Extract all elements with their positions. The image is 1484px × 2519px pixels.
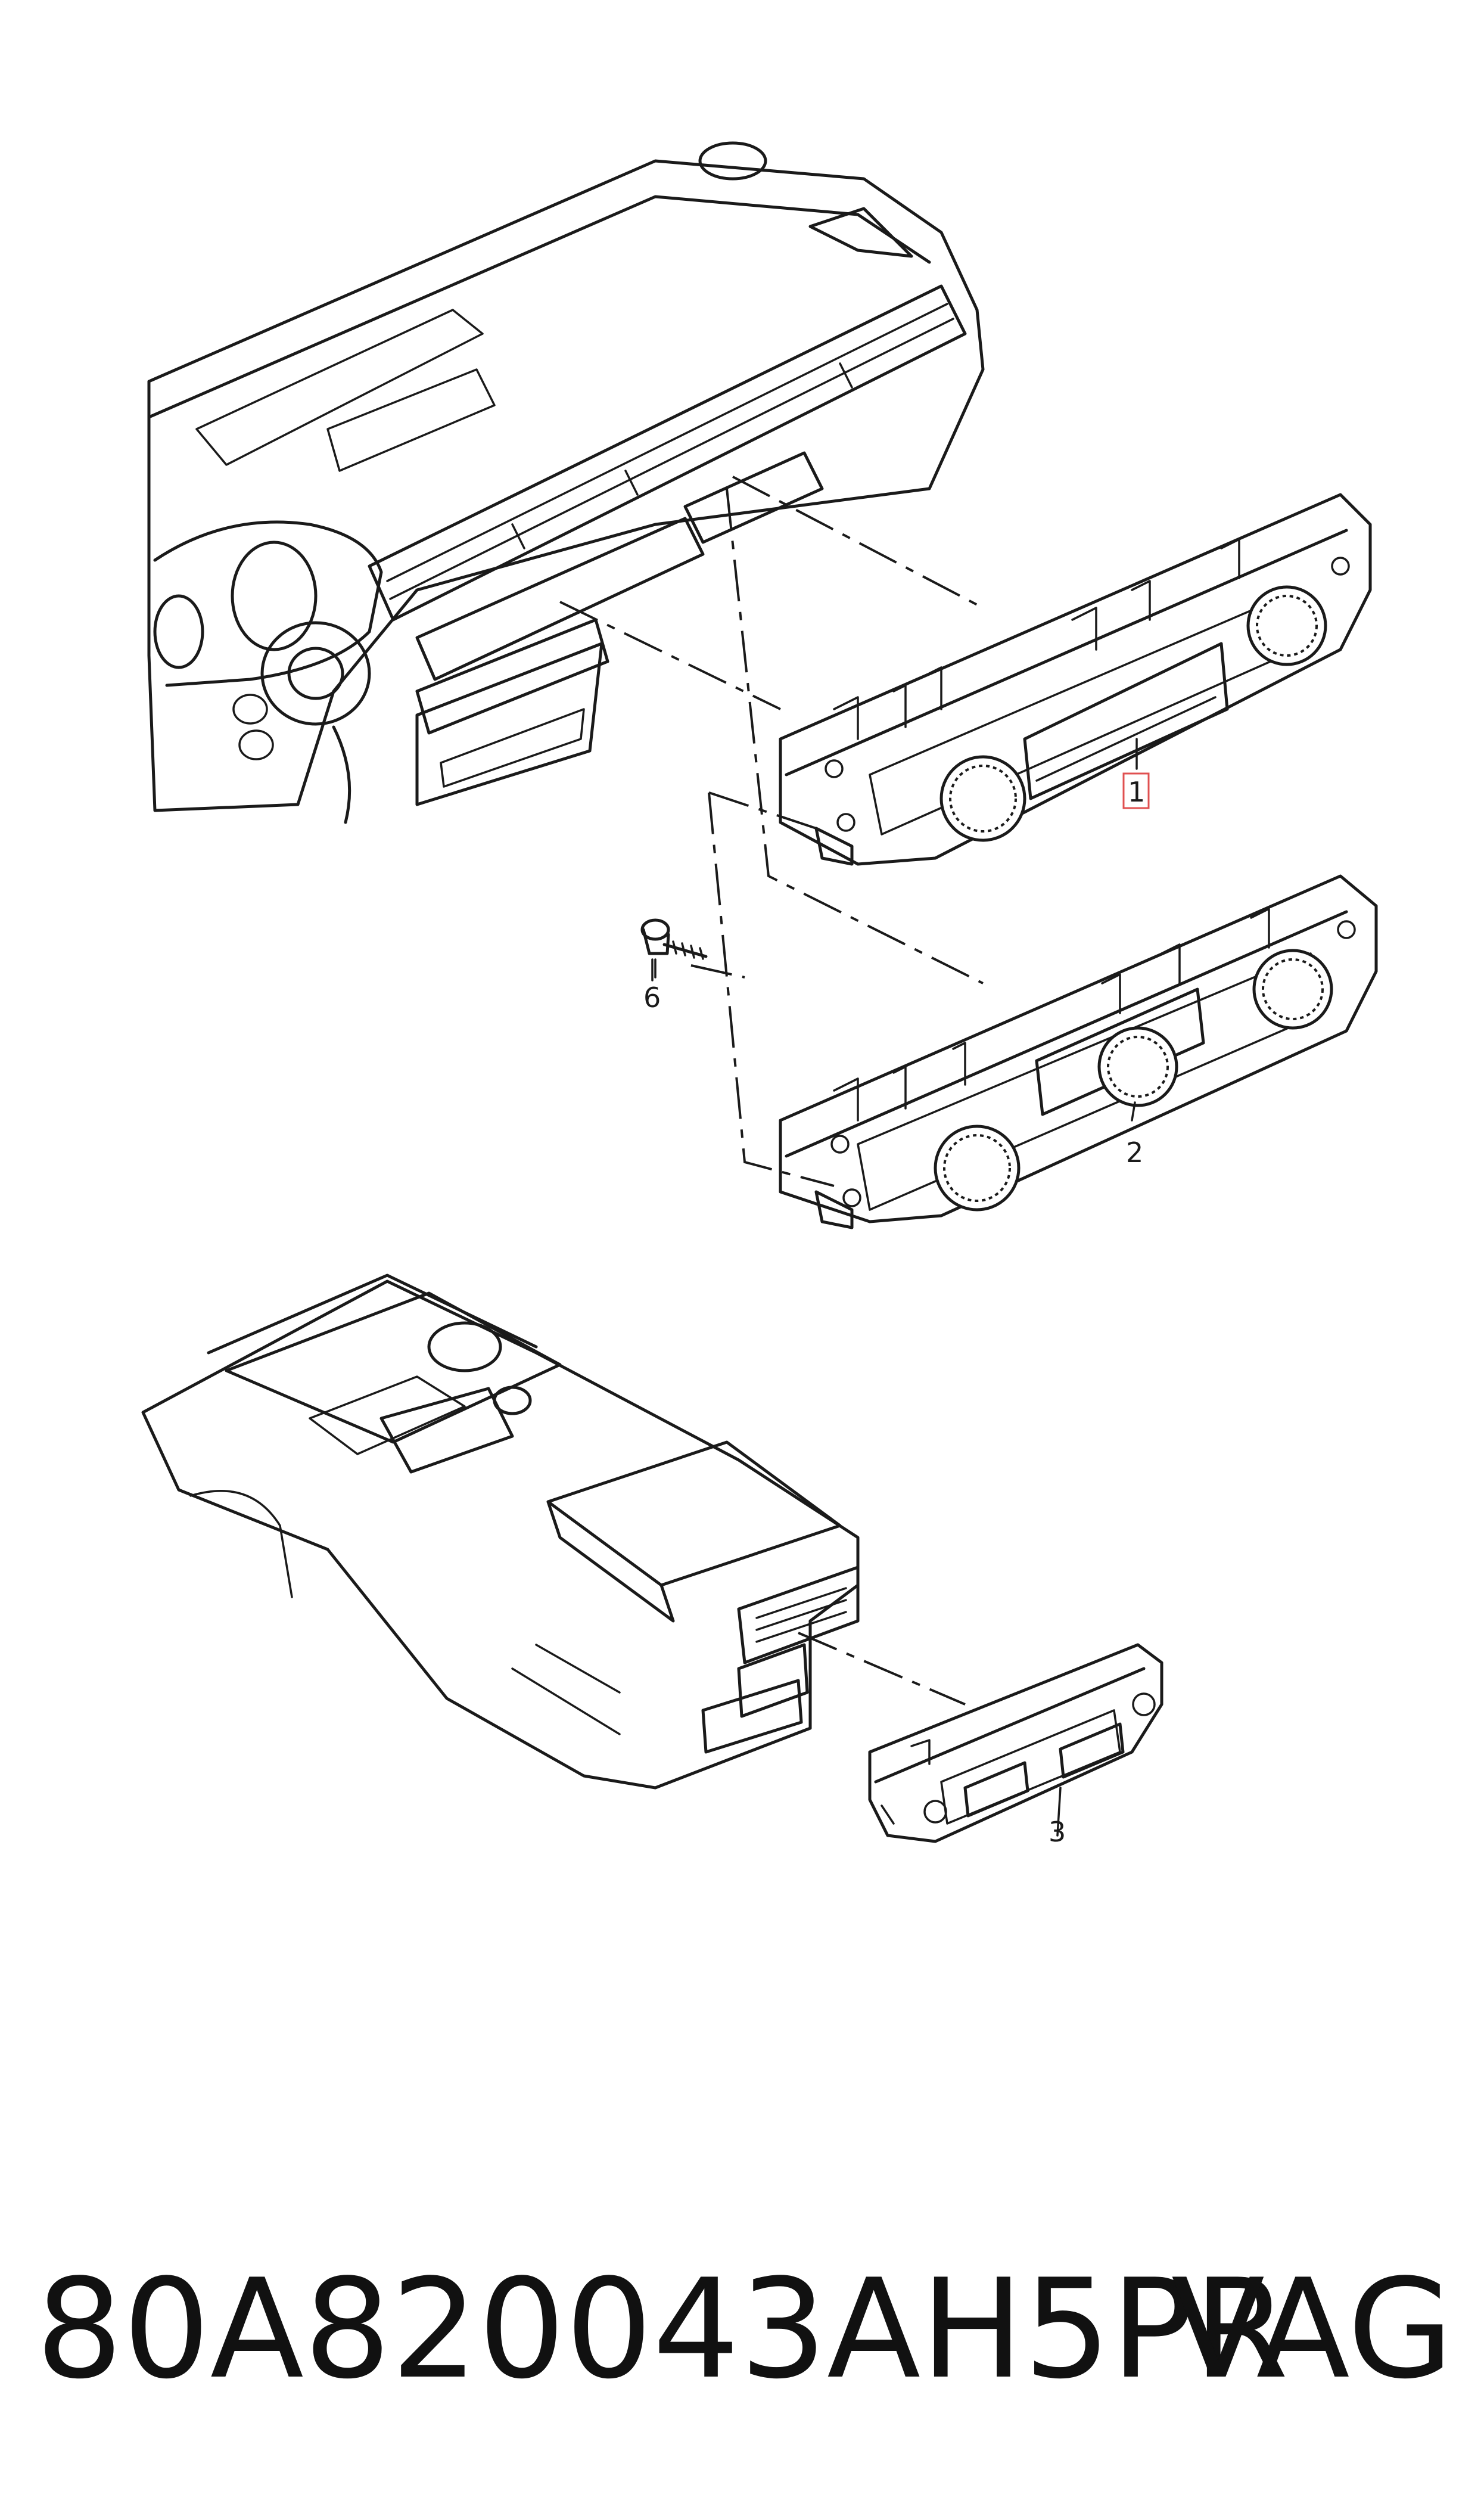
screw-illustration: [640, 918, 708, 979]
callout-2: 2: [1126, 1136, 1143, 1169]
climate-control-unit-1: [779, 493, 1372, 866]
part-footer: 80A820043AH5PR VAG: [36, 2253, 1454, 2408]
leader-lines-upper: [559, 476, 984, 1187]
callout-1-highlight: [1122, 772, 1150, 809]
brand-label: VAG: [1171, 2250, 1454, 2409]
callout-6: 6: [643, 981, 661, 1014]
callout-leaders: [651, 738, 1138, 1837]
rear-control-unit-3: [798, 1632, 1163, 1843]
dashboard-illustration: [147, 141, 985, 824]
center-console-illustration: [141, 1274, 860, 1790]
callout-3: 3: [1049, 1816, 1066, 1848]
climate-control-unit-2: [779, 874, 1378, 1229]
part-number: 80A820043AH5PR: [36, 2250, 1289, 2409]
callout-1: 1: [1128, 776, 1145, 808]
